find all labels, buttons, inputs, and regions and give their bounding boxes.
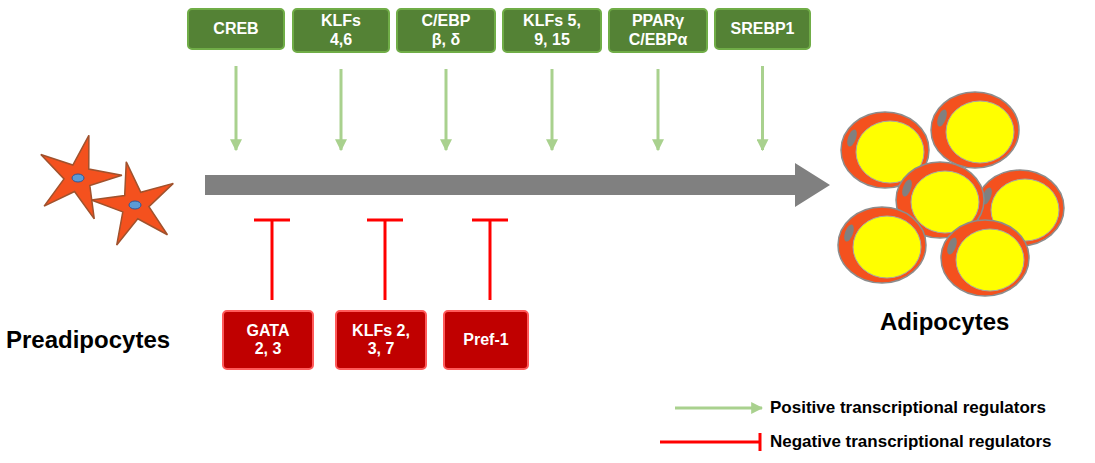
regulator-name: Pref-1 bbox=[463, 331, 508, 349]
activation-arrow bbox=[235, 66, 238, 150]
regulator-name: C/EBP β, δ bbox=[418, 12, 474, 49]
inhibition-bar bbox=[254, 219, 290, 222]
inhibition-line bbox=[489, 220, 492, 300]
regulator-name: KLFs 4,6 bbox=[313, 12, 369, 49]
regulator-name: SREBP1 bbox=[730, 20, 794, 38]
stage-label: Adipocytes bbox=[880, 308, 1009, 336]
regulator-name: CREB bbox=[213, 20, 258, 38]
cell-nucleus bbox=[72, 174, 84, 182]
activation-arrow bbox=[445, 69, 448, 150]
regulator-name: PPARγ C/EBPα bbox=[627, 12, 689, 49]
process-arrow bbox=[205, 163, 830, 207]
adipocyte-cell bbox=[838, 207, 926, 283]
regulator-name: GATA 2, 3 bbox=[243, 322, 293, 359]
positive-regulator-box: CREB bbox=[187, 8, 285, 50]
positive-regulator-box: SREBP1 bbox=[714, 8, 811, 50]
stage-label: Preadipocytes bbox=[6, 326, 170, 354]
adipocyte-cell bbox=[931, 92, 1019, 168]
preadipocyte-cell bbox=[91, 162, 173, 245]
positive-regulator-box: KLFs 4,6 bbox=[292, 8, 390, 53]
negative-regulator-box: KLFs 2, 3, 7 bbox=[335, 310, 427, 370]
cell-nucleus bbox=[129, 201, 141, 209]
negative-regulator-box: Pref-1 bbox=[443, 310, 529, 370]
regulator-name: KLFs 5, 9, 15 bbox=[521, 12, 583, 49]
activation-arrow bbox=[340, 69, 343, 150]
positive-regulator-box: PPARγ C/EBPα bbox=[608, 8, 708, 53]
legend-arrow-sample bbox=[675, 407, 762, 410]
regulator-name: KLFs 2, 3, 7 bbox=[350, 322, 412, 359]
legend-inhibition-bar bbox=[759, 433, 762, 451]
inhibition-bar bbox=[472, 219, 508, 222]
activation-arrow bbox=[761, 66, 764, 150]
inhibition-line bbox=[271, 220, 274, 300]
positive-regulator-box: KLFs 5, 9, 15 bbox=[502, 8, 602, 53]
inhibition-line bbox=[384, 220, 387, 300]
legend-text: Negative transcriptional regulators bbox=[770, 432, 1052, 452]
positive-regulator-box: C/EBP β, δ bbox=[396, 8, 496, 53]
adipocyte-cell bbox=[941, 220, 1029, 296]
activation-arrow bbox=[657, 69, 660, 150]
inhibition-bar bbox=[367, 219, 403, 222]
negative-regulator-box: GATA 2, 3 bbox=[222, 310, 314, 370]
legend-inhibition-sample bbox=[660, 441, 760, 444]
legend-text: Positive transcriptional regulators bbox=[770, 398, 1046, 418]
activation-arrow bbox=[551, 69, 554, 150]
